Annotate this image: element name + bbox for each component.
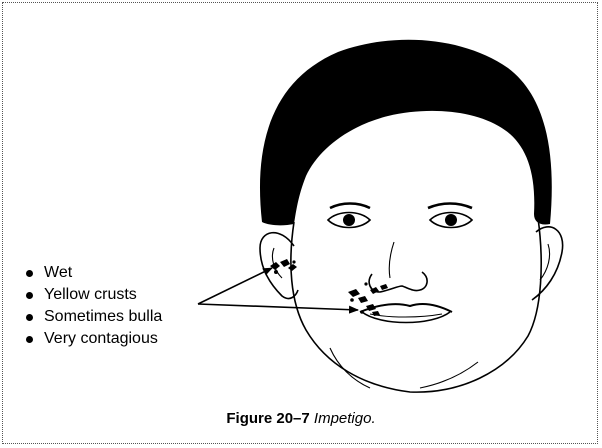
arrow-to-cheek xyxy=(198,268,272,304)
hair xyxy=(260,40,552,226)
feature-list: Wet Yellow crusts Sometimes bulla Very c… xyxy=(22,262,162,350)
feature-item: Very contagious xyxy=(22,328,162,350)
right-eye xyxy=(430,213,472,228)
arrow-to-lip xyxy=(198,304,358,310)
lesion-cheek xyxy=(270,259,297,274)
figure-title: Impetigo. xyxy=(314,410,376,427)
nose xyxy=(369,272,427,292)
figure-caption: Figure 20–7 Impetigo. xyxy=(0,410,602,427)
right-eyebrow xyxy=(428,204,472,209)
feature-item: Yellow crusts xyxy=(22,284,162,306)
feature-item: Wet xyxy=(22,262,162,284)
right-ear xyxy=(532,227,563,300)
lesion-nose xyxy=(348,282,388,303)
feature-item: Sometimes bulla xyxy=(22,306,162,328)
left-eye xyxy=(328,213,370,228)
left-eyebrow xyxy=(330,204,370,209)
figure-number: Figure 20–7 xyxy=(226,410,309,427)
